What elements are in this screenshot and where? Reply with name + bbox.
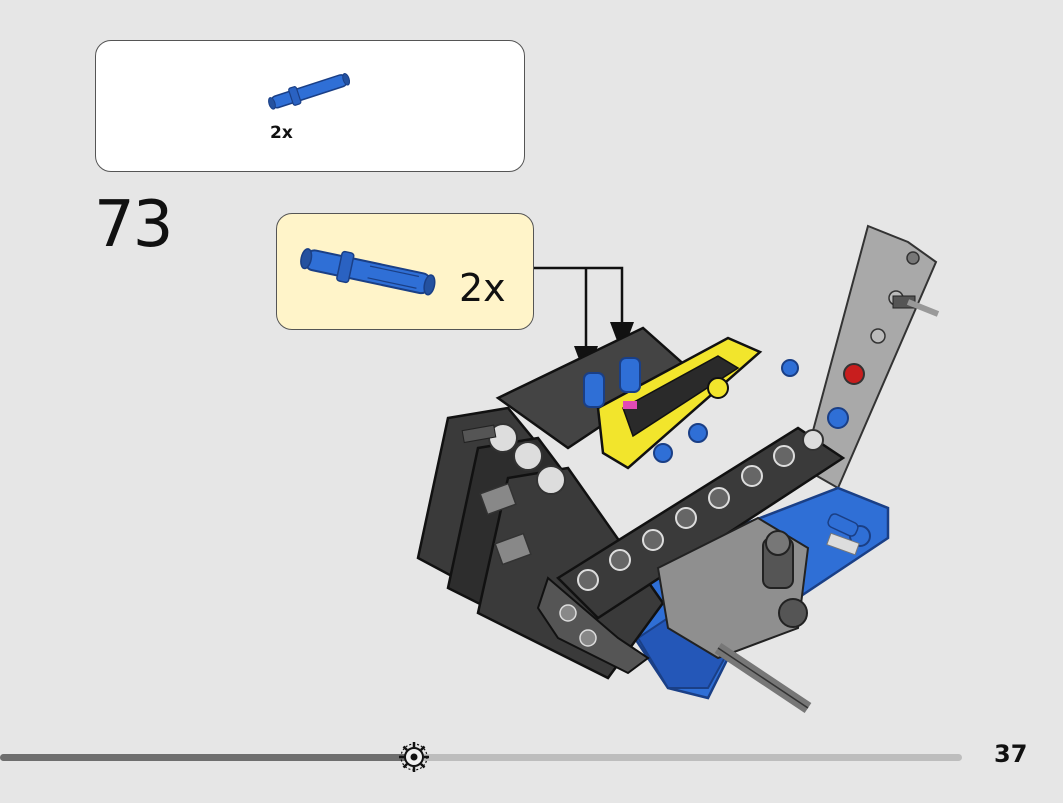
grey-end-plate — [536, 576, 650, 675]
model-assembly-illustration — [416, 224, 940, 713]
front-dark-beam — [556, 426, 846, 620]
progress-track — [0, 754, 962, 761]
sub-step-callout: 2x — [276, 213, 534, 330]
progress-fill — [0, 754, 414, 761]
grey-connectors — [461, 423, 566, 566]
instruction-progress-bar — [0, 742, 965, 772]
blue-axle-pin-icon — [268, 72, 351, 110]
parts-list-box: 2x — [95, 40, 525, 172]
parts-quantity: 2x — [270, 123, 293, 143]
callout-quantity: 2x — [459, 266, 506, 310]
page-number: 37 — [994, 740, 1028, 768]
lower-connector-block — [656, 516, 860, 713]
step-number: 73 — [94, 188, 173, 262]
yellow-beam — [596, 336, 763, 470]
blue-pins — [583, 357, 849, 463]
blue-axle-pin-icon — [300, 248, 436, 296]
gear-icon — [399, 742, 429, 772]
